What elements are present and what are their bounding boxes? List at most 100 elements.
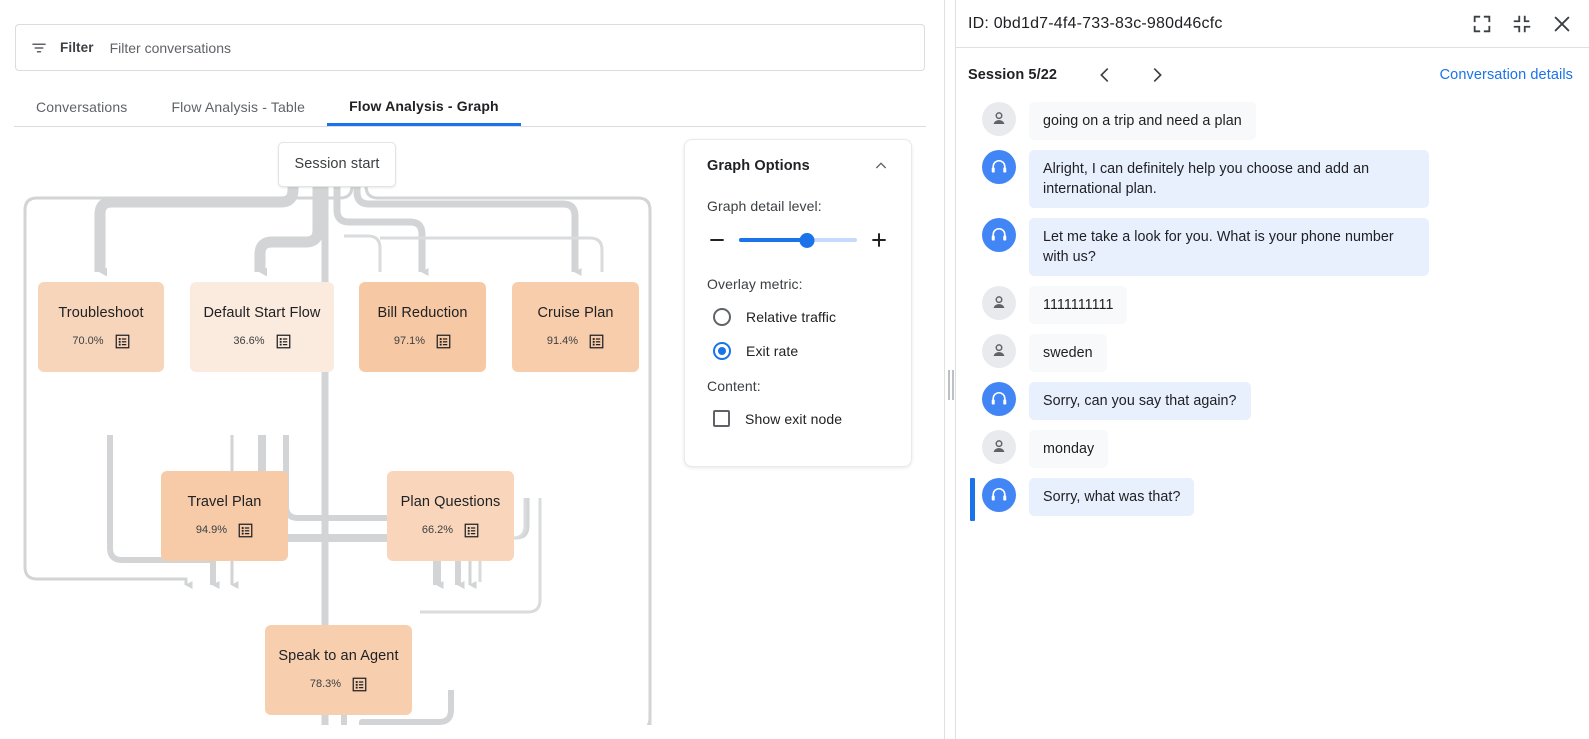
list-icon[interactable] [436,334,451,349]
node-label: Speak to an Agent [278,648,399,665]
checkbox-show-exit-node[interactable]: Show exit node [707,410,889,427]
chevron-left-glyph [1100,67,1109,83]
radio-indicator[interactable] [713,308,731,326]
node-label: Bill Reduction [377,305,468,322]
node-bill-reduction[interactable]: Bill Reduction 97.1% [359,282,486,372]
close-icon[interactable] [1551,13,1573,35]
list-icon[interactable] [115,334,130,349]
conversation-header: ID: 0bd1d7-4f4-733-83c-980d46cfc [956,0,1589,48]
conversation-details-link[interactable]: Conversation details [1439,67,1573,83]
tab-flow-analysis-graph[interactable]: Flow Analysis - Graph [327,88,521,126]
graph-detail-level-label: Graph detail level: [707,198,822,214]
message-bubble: Alright, I can definitely help you choos… [1029,150,1429,208]
filter-bar[interactable]: Filter Filter conversations [15,24,925,71]
chevron-up-icon[interactable] [873,158,889,174]
user-avatar-icon [982,286,1016,320]
message-bubble: 1111111111 [1029,286,1128,324]
graph-detail-slider-row [707,230,889,250]
node-exit-rate: 66.2% [421,524,454,537]
slider-fill [739,238,808,242]
collapse-icon[interactable] [1511,13,1533,35]
message-bubble: sweden [1029,334,1107,372]
headset-glyph [991,391,1007,405]
list-icon[interactable] [352,677,367,692]
list-icon[interactable] [238,523,253,538]
list-icon[interactable] [464,523,479,538]
flow-graph-canvas[interactable]: Session start Troubleshoot 70.0% [0,130,944,725]
tab-flow-analysis-table[interactable]: Flow Analysis - Table [171,99,306,115]
minus-icon[interactable] [707,230,727,250]
overlay-metric-label: Overlay metric: [707,276,803,292]
slider-thumb[interactable] [799,232,815,248]
radio-label: Relative traffic [746,309,837,325]
node-meta: 78.3% [310,677,367,692]
message-row[interactable]: Sorry, what was that? [970,478,1575,521]
node-troubleshoot[interactable]: Troubleshoot 70.0% [38,282,164,372]
checkbox-label: Show exit node [745,410,843,427]
headset-glyph [991,159,1007,173]
graph-options-header: Graph Options [707,158,889,174]
radio-relative-traffic[interactable]: Relative traffic [707,308,889,326]
tab-conversations[interactable]: Conversations [36,99,128,115]
expand-icon[interactable] [1471,13,1493,35]
radio-exit-rate[interactable]: Exit rate [707,342,889,360]
plus-icon[interactable] [869,230,889,250]
node-session-start[interactable]: Session start [278,142,396,187]
user-avatar-icon [982,430,1016,464]
user-avatar-icon [982,334,1016,368]
content-label: Content: [707,378,761,394]
checkbox-indicator[interactable] [713,410,730,427]
radio-indicator-selected[interactable] [713,342,731,360]
list-icon[interactable] [589,334,604,349]
node-travel-plan[interactable]: Travel Plan 94.9% [161,471,288,561]
node-label: Travel Plan [187,494,262,511]
person-glyph [993,344,1005,356]
chevron-left-icon[interactable] [1091,61,1119,89]
node-label: Cruise Plan [537,305,614,322]
chevron-right-icon[interactable] [1143,61,1171,89]
node-meta: 97.1% [394,334,451,349]
conversation-panel: ID: 0bd1d7-4f4-733-83c-980d46cfc [956,0,1589,739]
message-row[interactable]: Let me take a look for you. What is your… [970,218,1575,276]
node-exit-rate: 94.9% [195,524,228,537]
chevron-right-glyph [1153,67,1162,83]
pane-splitter[interactable] [944,0,956,739]
left-pane: Filter Filter conversations Conversation… [0,24,944,725]
message-row[interactable]: Alright, I can definitely help you choos… [970,150,1575,208]
agent-avatar-icon [982,382,1016,416]
node-meta: 91.4% [547,334,604,349]
list-icon[interactable] [276,334,291,349]
filter-icon [32,43,46,52]
node-exit-rate: 97.1% [393,335,426,348]
session-counter: Session 5/22 [968,67,1058,83]
headset-glyph [991,487,1007,501]
node-cruise-plan[interactable]: Cruise Plan 91.4% [512,282,639,372]
message-row[interactable]: 1111111111 [970,286,1575,324]
headset-glyph [991,227,1007,241]
node-meta: 70.0% [72,334,129,349]
message-row[interactable]: monday [970,430,1575,468]
message-bubble: monday [1029,430,1109,468]
filter-label: Filter [60,40,94,55]
agent-avatar-icon [982,150,1016,184]
agent-avatar-icon [982,218,1016,252]
graph-detail-slider[interactable] [739,230,857,250]
splitter-grip-icon[interactable] [948,370,954,400]
message-row[interactable]: Sorry, can you say that again? [970,382,1575,420]
node-label: Troubleshoot [58,305,144,322]
node-default-start-flow[interactable]: Default Start Flow 36.6% [190,282,334,372]
radio-label: Exit rate [746,343,799,359]
node-speak-to-an-agent[interactable]: Speak to an Agent 78.3% [265,625,412,715]
person-glyph [993,440,1005,452]
filter-input[interactable]: Filter conversations [109,39,231,56]
node-label: Session start [294,155,380,172]
node-exit-rate: 91.4% [546,335,579,348]
graph-options-panel: Graph Options Graph detail level: [684,139,912,467]
graph-options-title: Graph Options [707,158,810,174]
message-row[interactable]: going on a trip and need a plan [970,102,1575,140]
node-exit-rate: 36.6% [233,335,265,348]
node-plan-questions[interactable]: Plan Questions 66.2% [387,471,514,561]
message-row[interactable]: sweden [970,334,1575,372]
